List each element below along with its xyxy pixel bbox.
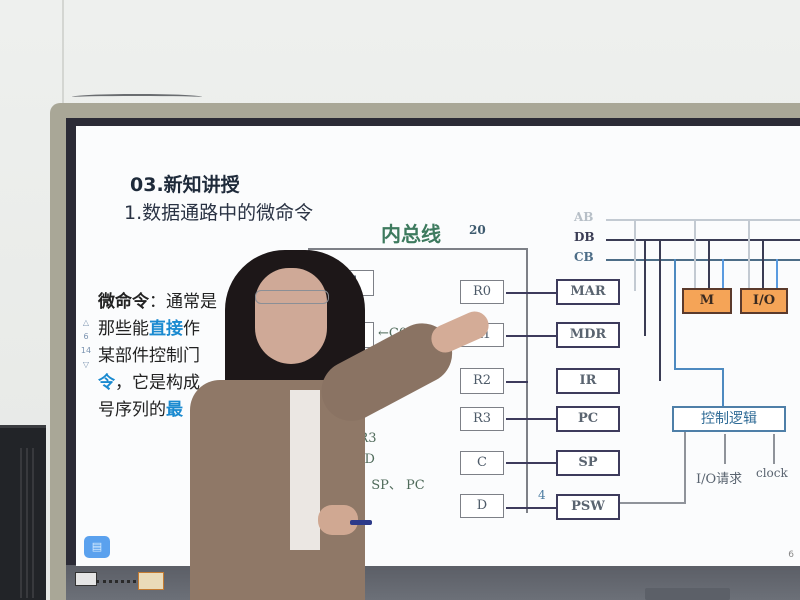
io-request-label: I/O请求	[696, 472, 743, 487]
pager-down-icon[interactable]: ▽	[82, 360, 90, 369]
ctrl-to-cb	[674, 259, 676, 369]
usb-ports	[96, 580, 136, 584]
link-line	[506, 507, 556, 509]
bus-width-label: 20	[469, 223, 486, 237]
address-bus-line	[606, 219, 800, 221]
text-fragment: ，它是构成	[115, 373, 200, 393]
text-fragment: 那些能	[98, 319, 149, 339]
internal-bus-top	[308, 248, 528, 250]
io-db	[762, 239, 764, 288]
text-fragment: ：通常是	[149, 292, 217, 312]
register-c: C	[460, 451, 504, 475]
pager-up-icon[interactable]: △	[82, 318, 90, 327]
presenter-glasses	[255, 290, 329, 304]
register-r0: R0	[460, 280, 504, 304]
slide-subtitle: 1.数据通路中的微命令	[124, 202, 314, 224]
presenter-shirt	[290, 390, 320, 550]
clock-label: clock	[756, 466, 788, 480]
control-logic-box: 控制逻辑	[672, 406, 786, 432]
link-line	[506, 381, 528, 383]
memory-box: M	[682, 288, 732, 314]
text-fragment: 某部件控制门	[98, 346, 200, 366]
register-d: D	[460, 494, 504, 518]
link-line	[506, 292, 556, 294]
data-bus-line	[606, 239, 800, 241]
highlight-text: 直接	[149, 319, 183, 339]
cabinet-groove	[32, 448, 34, 598]
register-ir: IR	[556, 368, 620, 394]
presenter-face	[255, 268, 327, 364]
brand-plate	[645, 588, 730, 600]
mdr-to-db	[644, 239, 646, 336]
presenter	[185, 250, 463, 600]
text-fragment: 号序列的	[98, 400, 166, 420]
m-ab	[694, 219, 696, 288]
m-cb	[722, 259, 724, 288]
ctrl-link	[674, 368, 724, 370]
highlight-text: 令	[98, 373, 115, 393]
io-box: I/O	[740, 288, 788, 314]
slide-nav-icon[interactable]: ▤	[84, 536, 110, 558]
info-sticker	[138, 572, 164, 590]
link-line	[506, 335, 556, 337]
pager-current: 6	[83, 332, 89, 341]
io-ab	[748, 219, 750, 288]
psw-to-ctrl	[620, 502, 686, 504]
side-cabinet	[0, 425, 46, 600]
bus-label-cb: CB	[574, 250, 594, 264]
bus-label-ab: AB	[574, 210, 594, 224]
link-line	[506, 418, 556, 420]
register-mar: MAR	[556, 279, 620, 305]
presentation-clicker	[350, 520, 372, 525]
ctrl-link	[722, 368, 724, 408]
internal-bus-vertical	[526, 248, 528, 513]
cable	[72, 94, 202, 100]
register-r3: R3	[460, 407, 504, 431]
qr-code-sticker	[75, 572, 97, 586]
register-mdr: MDR	[556, 322, 620, 348]
wall-seam	[62, 0, 64, 110]
register-pc: PC	[556, 406, 620, 432]
io-cb	[776, 259, 778, 288]
page-number: 6	[788, 550, 794, 560]
slide-pager[interactable]: △ 6 14 ▽	[80, 316, 92, 372]
term-bold: 微命令	[98, 292, 149, 312]
ir-to-db	[659, 239, 661, 381]
highlight-text: 最	[166, 400, 183, 420]
register-r2: R2	[460, 368, 504, 394]
m-db	[708, 239, 710, 288]
cabinet-groove	[20, 448, 22, 598]
register-sp: SP	[556, 450, 620, 476]
control-bus-line	[606, 259, 800, 261]
text-fragment: 作	[183, 319, 200, 339]
bus-label-db: DB	[574, 230, 595, 244]
pager-total: 14	[80, 346, 92, 355]
io-request-arrow	[724, 434, 726, 464]
mar-to-ab	[634, 219, 636, 291]
internal-bus-title: 内总线	[381, 222, 441, 246]
clock-arrow	[773, 434, 775, 464]
slide-decoration-corner-mask	[736, 126, 800, 150]
cabinet-groove	[26, 448, 28, 598]
link-line	[506, 462, 556, 464]
section-title: 03.新知讲授	[130, 174, 240, 196]
psw-width-label: 4	[538, 488, 546, 502]
definition-text: 微命令：通常是 那些能直接作 某部件控制门 令，它是构成 号序列的最	[98, 289, 217, 424]
register-psw: PSW	[556, 494, 620, 520]
psw-to-ctrl	[684, 432, 686, 502]
